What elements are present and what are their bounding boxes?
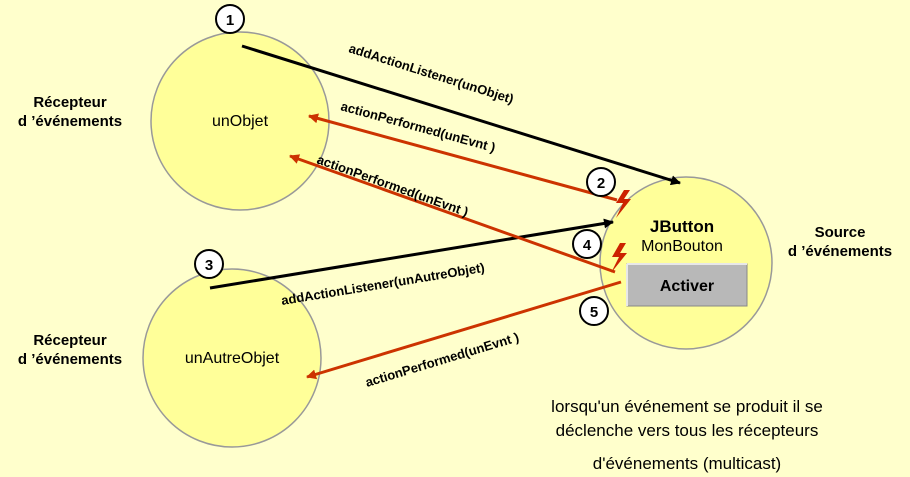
receiver-bottom-role-line2: d ’événements [17,351,123,368]
receiver-bottom-role-line1: Récepteur [33,332,107,349]
perform-top-arrow-1 [308,113,618,202]
note-line2: déclenche vers tous les récepteurs [555,421,819,440]
receiver-top-role-line2: d ’événements [17,113,123,130]
svg-text:1: 1 [226,12,234,29]
perform-bottom-label: actionPerformed(unEvnt ) [364,329,521,389]
step-marker-5: 5 [579,296,609,326]
receiver-top-role-line1: Récepteur [33,94,107,111]
add-listener-bottom-arrow [209,218,614,290]
activer-button[interactable] [626,263,748,307]
receiver-bottom-name: unAutreObjet [185,350,280,367]
perform-top-label-2: actionPerformed(unEvnt ) [315,152,470,220]
svg-text:3: 3 [205,257,213,274]
lightning-icon [616,190,631,218]
svg-text:2: 2 [597,175,605,192]
source-role: Source d ’événements [775,223,905,261]
perform-top-arrow-2 [289,154,616,274]
source-role-line1: Source [814,224,866,241]
step-marker-2: 2 [586,167,616,197]
lightning-icon [611,243,627,273]
receiver-top-role: Récepteur d ’événements [10,93,130,131]
step-marker-3: 3 [194,249,224,279]
add-listener-top-arrow [241,44,681,186]
perform-bottom-arrow [306,280,622,380]
add-listener-top-label: addActionListener(unObjet) [347,41,515,107]
add-listener-bottom-label: addActionListener(unAutreObjet) [280,260,486,308]
step-marker-4: 4 [572,229,602,259]
receiver-bottom-role: Récepteur d ’événements [10,331,130,369]
source-class-name: JButton [650,217,714,236]
note-line1: lorsqu'un événement se produit il se [551,397,823,416]
svg-text:4: 4 [583,237,592,254]
receiver-bottom-circle [142,268,322,448]
step-marker-1: 1 [215,4,245,34]
note-line3: d'événements (multicast) [592,454,782,473]
activer-button-label[interactable]: Activer [660,278,714,295]
source-role-line2: d ’événements [787,243,893,260]
source-instance-name: MonBouton [641,238,723,255]
svg-text:5: 5 [590,304,598,321]
receiver-top-name: unObjet [212,113,269,130]
